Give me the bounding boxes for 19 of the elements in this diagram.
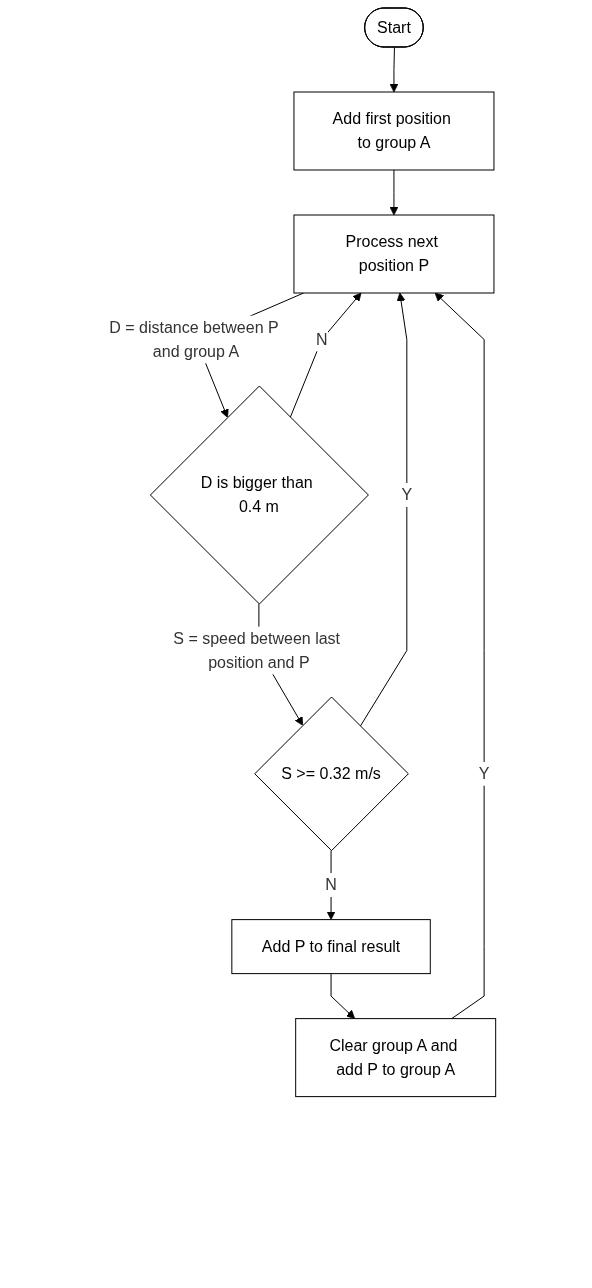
- arrow: [389, 47, 399, 93]
- node-diamond: S >= 0.32 m/s: [254, 696, 409, 852]
- arrow: [326, 850, 336, 920]
- node-box: Add P to final result: [231, 919, 431, 975]
- edge-label: D = distance between P and group A: [109, 318, 279, 360]
- node-box: Add first position to group A: [293, 91, 495, 171]
- node-diamond: D is bigger than 0.4 m: [150, 385, 370, 605]
- arrow: [389, 169, 399, 216]
- edge-label: N: [316, 330, 328, 348]
- arrow: [434, 292, 485, 1020]
- node-box: Process next position P: [293, 214, 495, 294]
- edge-label: Y: [401, 486, 413, 503]
- edge-label: Y: [478, 764, 490, 782]
- arrow: [359, 292, 408, 727]
- node-box: Clear group A and add P to group A: [295, 1018, 497, 1098]
- arrow: [289, 292, 362, 418]
- edge-label: S = speed between last position and P: [173, 629, 341, 671]
- arrow: [330, 973, 356, 1019]
- edge-label: N: [325, 876, 337, 894]
